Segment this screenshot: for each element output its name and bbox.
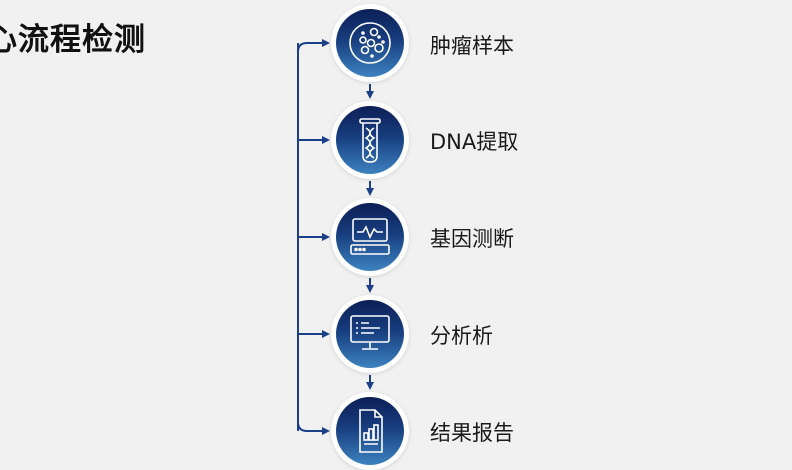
step-label: 肿瘤样本 (430, 34, 514, 58)
dna-test-tube-icon (359, 118, 381, 163)
sequencer-monitor-icon (350, 218, 390, 255)
step-label: 分析析 (430, 324, 493, 348)
step-node-result-report (331, 392, 409, 470)
step-node-dna-extraction (331, 101, 409, 179)
page-title: 心流程检测 (0, 22, 146, 58)
step-node-tumor-sample (331, 4, 409, 82)
step-label: 结果报告 (430, 421, 514, 445)
cells-icon (349, 22, 391, 64)
flow-connectors (297, 39, 374, 435)
report-chart-icon (359, 409, 383, 453)
computer-analysis-icon (350, 315, 390, 350)
step-node-gene-sequencing (331, 198, 409, 276)
step-label: DNA提取 (430, 130, 519, 154)
step-node-analysis (331, 295, 409, 373)
step-label: 基因测断 (430, 227, 514, 251)
